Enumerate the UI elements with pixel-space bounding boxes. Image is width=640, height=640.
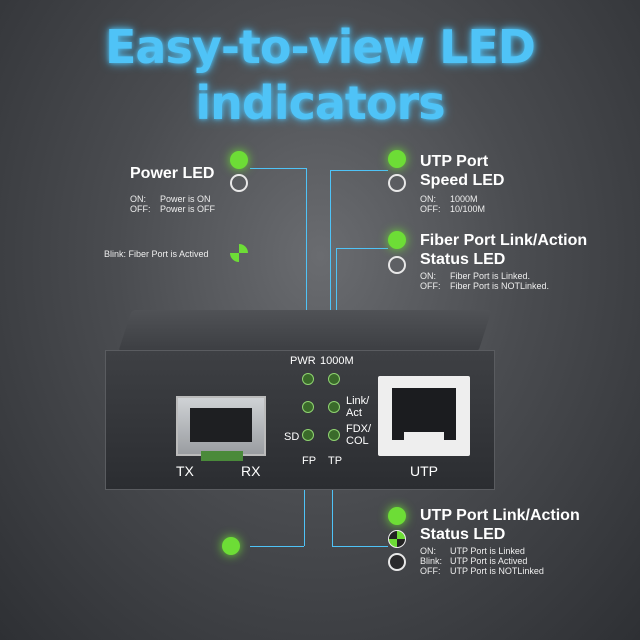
utp-link-blink-key: Blink: [420,556,443,566]
utp-link-title-line2: Status LED [420,526,506,543]
connector-line [250,546,304,547]
fdx-label: FDX/ COL [346,423,371,447]
rj45-socket [392,388,456,440]
utp-speed-led-off-icon [388,174,406,192]
utp-speed-on-key: ON: [420,194,437,204]
utp-link-title-line1: UTP Port Link/Action [420,507,580,524]
fiber-blink-led-icon [230,244,248,262]
connector-line [304,436,305,546]
power-on-key: ON: [130,194,147,204]
tx-label: TX [176,463,194,479]
fp-label: FP [302,455,317,467]
link-label: Link/ Act [346,395,369,419]
media-converter-device: TX RX PWR 1000M Link/ Act SD FDX/ COL FP… [105,310,495,490]
power-off-value: Power is OFF [160,204,216,214]
utp-link-blink-value: UTP Port is Actived [450,556,528,566]
sd-label: SD [284,431,300,443]
sfp-port [176,396,266,456]
utp-speed-off-value: 10/100M [450,204,486,214]
utp-speed-led-on-icon [388,150,406,168]
fiber-link-desc: ON: Fiber Port is Linked. OFF: Fiber Port … [420,271,549,291]
pwr-led-icon [302,373,314,385]
utp-speed-desc: ON: 1000M OFF: 10/100M [420,194,485,214]
utp-speed-title-line1: UTP Port [420,153,489,170]
sfp-latch [201,451,243,461]
utp-link-off-key: OFF: [420,566,441,576]
tp-link-led-icon [328,401,340,413]
fiber-link-title: Fiber Port Link/Action Status LED [420,231,587,269]
power-off-key: OFF: [130,204,151,214]
link-label-line2: Act [346,407,362,419]
utp-link-on-key: ON: [420,546,437,556]
utp-speed-title-line2: Speed LED [420,172,505,189]
power-led-title: Power LED [130,165,215,182]
utp-speed-off-key: OFF: [420,204,441,214]
rj45-port [378,376,470,456]
utp-speed-on-value: 1000M [450,194,478,204]
connector-line [332,546,388,547]
power-on-value: Power is ON [160,194,211,204]
power-led-off-icon [230,174,248,192]
fp-link-led-icon [302,401,314,413]
pwr-label: PWR [290,355,316,367]
connector-line [332,436,333,546]
tp-label: TP [328,455,343,467]
utp-link-title: UTP Port Link/Action Status LED [420,506,580,544]
speed-led-icon [328,373,340,385]
fdx-label-line2: COL [346,435,369,447]
fdx-label-line1: FDX/ [346,423,372,435]
fiber-link-on-key: ON: [420,271,437,281]
power-led-desc: ON: Power is ON OFF: Power is OFF [130,194,215,214]
headline-line-2: indicators [195,76,445,130]
utp-link-fiber-led-icon [222,537,240,555]
device-front-panel: TX RX PWR 1000M Link/ Act SD FDX/ COL FP… [105,350,495,490]
rx-label: RX [241,463,261,479]
connector-line [336,248,388,249]
utp-link-desc: ON: UTP Port is Linked Blink: UTP Port is … [420,546,544,576]
connector-line [306,168,307,378]
utp-speed-title: UTP Port Speed LED [420,152,504,190]
fiber-link-on-value: Fiber Port is Linked. [450,271,531,281]
link-label-line1: Link/ [346,395,370,407]
utp-link-off-value: UTP Port is NOTLinked [450,566,544,576]
utp-link-led-off-icon [388,553,406,571]
speed-1000m-label: 1000M [320,355,354,367]
fiber-link-title-line1: Fiber Port Link/Action [420,232,588,249]
fiber-link-off-key: OFF: [420,281,441,291]
connector-line [330,170,331,378]
fiber-link-off-value: Fiber Port is NOTLinked. [450,281,550,291]
utp-link-led-on-icon [388,507,406,525]
connector-line [330,170,388,171]
utp-link-on-value: UTP Port is Linked [450,546,525,556]
fiber-link-led-on-icon [388,231,406,249]
connector-line [250,168,306,169]
headline-line-1: Easy-to-view LED [105,20,536,74]
power-led-on-icon [230,151,248,169]
rj45-tab [404,432,444,442]
sd-led-icon [302,429,314,441]
fdx-led-icon [328,429,340,441]
utp-link-led-blink-icon [388,530,406,548]
sfp-cage [190,408,252,442]
device-top [118,310,492,352]
fiber-link-led-off-icon [388,256,406,274]
fiber-blink-label: Blink: Fiber Port is Actived [104,249,209,259]
fiber-link-title-line2: Status LED [420,251,506,268]
utp-label: UTP [410,463,438,479]
